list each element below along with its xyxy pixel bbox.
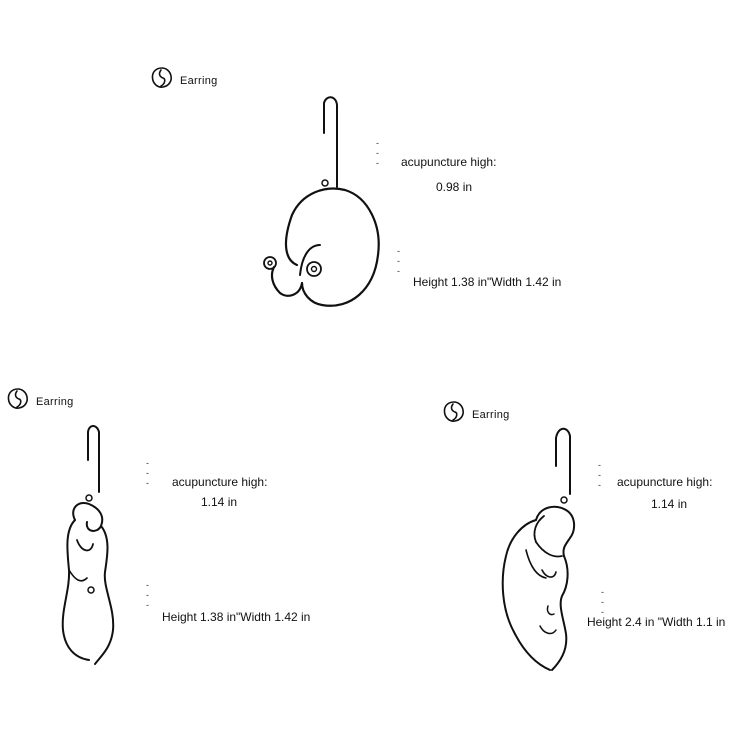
brand-label: Earring	[472, 409, 510, 421]
size-dimensions: Height 1.38 in"Width 1.42 in	[413, 275, 562, 289]
size-dimensions: Height 2.4 in "Width 1.1 in	[587, 615, 726, 629]
acupuncture-value: 1.14 in	[651, 497, 688, 511]
brand-mark: Earring	[150, 66, 218, 90]
acupuncture-label: acupuncture high:	[401, 155, 497, 169]
brand-logo-icon	[151, 67, 172, 88]
brand-label: Earring	[180, 75, 218, 87]
brand-label: Earring	[36, 396, 74, 408]
bust-earring-drawing	[263, 96, 380, 307]
figure-earring-drawing	[501, 427, 576, 671]
acupuncture-label: acupuncture high:	[172, 475, 268, 489]
brand-logo-icon	[443, 401, 464, 422]
leader-dots-top: ---	[376, 138, 380, 168]
leader-dots-top: ---	[598, 460, 602, 490]
brand-mark: Earring	[6, 387, 74, 411]
acupuncture-label: acupuncture high:	[617, 475, 713, 489]
brand-mark: Earring	[442, 400, 510, 424]
leader-dots-bottom: ---	[146, 580, 150, 610]
leader-dots-bottom: ---	[601, 587, 605, 617]
leader-dots-bottom: ---	[397, 246, 401, 276]
leader-dots-top: ---	[146, 458, 150, 488]
acupuncture-value: 1.14 in	[201, 495, 238, 509]
acupuncture-value: 0.98 in	[436, 180, 473, 194]
brand-logo-icon	[7, 388, 28, 409]
body-earring-drawing	[61, 425, 115, 665]
size-dimensions: Height 1.38 in"Width 1.42 in	[162, 610, 311, 624]
